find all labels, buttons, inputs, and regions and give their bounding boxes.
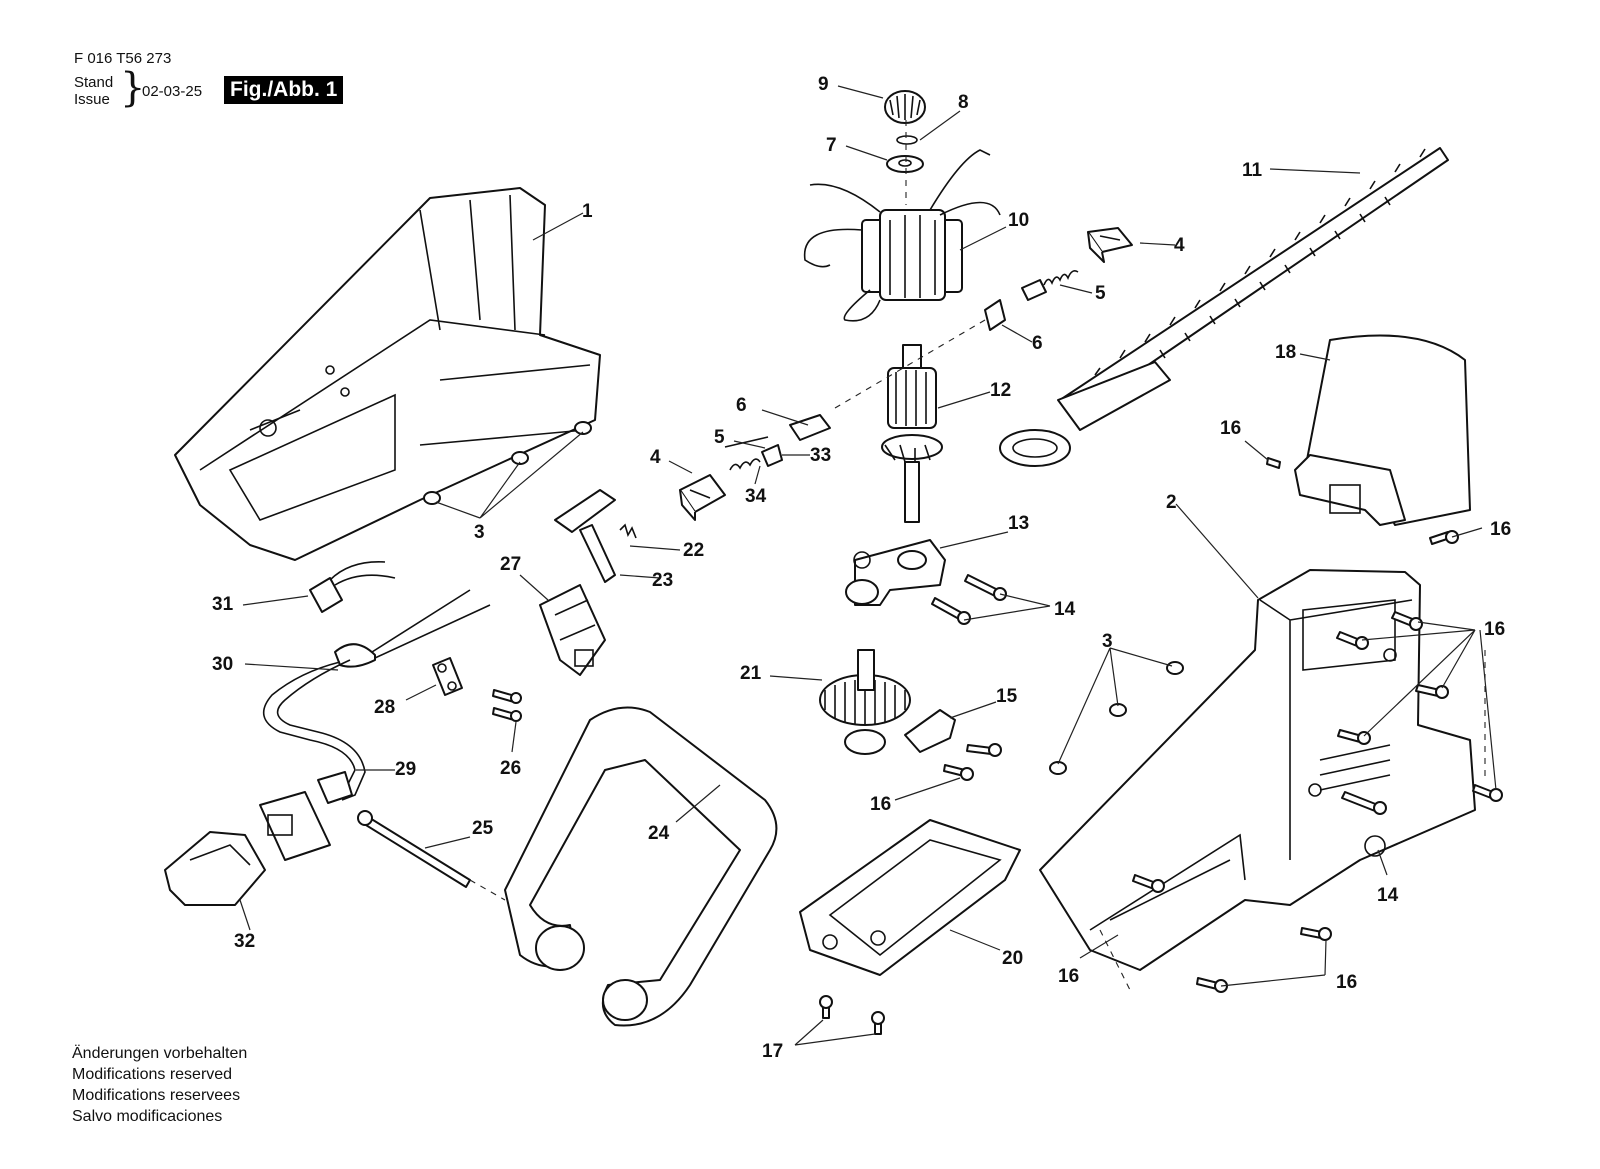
part-power-cable: [262, 589, 491, 804]
callout-7: 7: [826, 135, 837, 156]
part-blade-assembly: [999, 147, 1449, 467]
callout-10: 10: [1008, 210, 1029, 231]
document-header: F 016 T56 273 Stand Issue } 02-03-25 Fig…: [74, 50, 344, 108]
callout-15: 15: [996, 686, 1018, 707]
part-nuts-right: [1049, 661, 1184, 775]
assembly-axes: [469, 120, 1486, 991]
part-clamp: [904, 709, 956, 753]
part-terminal: [309, 561, 396, 613]
callout-labels: 9 8 7 10 11 1 4 5 6 18 12 6 16 5 4 33 34…: [212, 74, 1511, 1062]
callout-5-left: 5: [714, 427, 725, 448]
callout-16-guard-left: 16: [1220, 418, 1241, 439]
callout-24: 24: [648, 823, 670, 844]
callout-20: 20: [1002, 948, 1023, 969]
callout-16-lower-left: 16: [1058, 966, 1079, 987]
callout-13: 13: [1008, 513, 1029, 534]
part-brush-holder-right: [1087, 227, 1133, 263]
callout-11: 11: [1242, 160, 1263, 181]
part-switch-trigger: [554, 489, 637, 583]
callout-16-housing: 16: [1484, 619, 1505, 640]
modification-notice: Änderungen vorbehalten Modifications res…: [72, 1043, 247, 1127]
part-front-handle: [504, 706, 778, 1027]
callout-30: 30: [212, 654, 233, 675]
part-armature: [881, 344, 943, 523]
callout-26: 26: [500, 758, 521, 779]
callout-6-left: 6: [736, 395, 747, 416]
part-washer: [886, 155, 924, 173]
part-screws: [819, 457, 1503, 1035]
callout-4-right: 4: [1174, 235, 1185, 256]
callout-33: 33: [810, 445, 831, 466]
callout-22: 22: [683, 540, 704, 561]
part-field-winding: [803, 149, 1001, 322]
callout-5-right: 5: [1095, 283, 1106, 304]
callout-32: 32: [234, 931, 255, 952]
callout-16-lower-right: 16: [1336, 972, 1357, 993]
callout-3-right: 3: [1102, 631, 1113, 652]
part-brush-holder-left: [679, 474, 726, 521]
callout-28: 28: [374, 697, 395, 718]
callout-23: 23: [652, 570, 673, 591]
callout-4-left: 4: [650, 447, 661, 468]
notice-english: Modifications reserved: [72, 1066, 233, 1083]
callout-16-clamp: 16: [870, 794, 891, 815]
notice-german: Änderungen vorbehalten: [72, 1045, 248, 1062]
part-cable-clamp: [432, 657, 463, 696]
notice-french: Modifications reservees: [72, 1087, 241, 1104]
part-blade-guard: [1294, 334, 1471, 526]
callout-3-left: 3: [474, 522, 485, 543]
callout-12: 12: [990, 380, 1011, 401]
part-nuts-left: [423, 421, 592, 505]
part-housing-right: [1039, 569, 1476, 971]
callout-17: 17: [762, 1041, 783, 1062]
callout-9: 9: [818, 74, 829, 95]
stand-label: Stand: [74, 74, 114, 91]
part-long-screw: [357, 810, 471, 888]
part-drive-gear: [819, 649, 911, 755]
callout-27: 27: [500, 554, 521, 575]
callout-14-bracket: 14: [1054, 599, 1076, 620]
part-carbon-brush-left: [724, 414, 831, 471]
leader-lines: [239, 85, 1497, 1046]
part-housing-left: [174, 187, 601, 561]
stand-issue-labels: Stand Issue: [74, 74, 113, 108]
callout-18: 18: [1275, 342, 1296, 363]
figure-label: Fig./Abb. 1: [224, 76, 344, 104]
part-switch-module: [539, 584, 606, 676]
callout-25: 25: [472, 818, 494, 839]
part-plug-connector: [164, 791, 331, 906]
part-lock-ring: [896, 135, 918, 145]
part-gear-cover: [799, 819, 1021, 976]
part-pinion-gear: [884, 90, 926, 124]
issue-date: 02-03-25: [142, 83, 203, 100]
stand-issue-row: Stand Issue } 02-03-25 Fig./Abb. 1: [74, 68, 374, 114]
callout-34: 34: [745, 486, 767, 507]
callout-8: 8: [958, 92, 969, 113]
document-number: F 016 T56 273: [74, 50, 172, 67]
callout-21: 21: [740, 663, 762, 684]
callout-31: 31: [212, 594, 234, 615]
callout-1: 1: [582, 201, 593, 222]
part-carbon-brush-right: [984, 299, 1006, 331]
part-brush-spring-right: [1021, 270, 1079, 301]
callout-2: 2: [1166, 492, 1177, 513]
brace-icon: }: [120, 65, 146, 111]
callout-16-guard-right: 16: [1490, 519, 1511, 540]
callout-29: 29: [395, 759, 416, 780]
part-clamp-screws: [492, 689, 522, 722]
issue-label: Issue: [74, 91, 110, 108]
callout-6-right: 6: [1032, 333, 1043, 354]
part-bearing-bracket: [845, 539, 946, 606]
notice-spanish: Salvo modificaciones: [72, 1108, 223, 1125]
callout-14-housing: 14: [1377, 885, 1399, 906]
